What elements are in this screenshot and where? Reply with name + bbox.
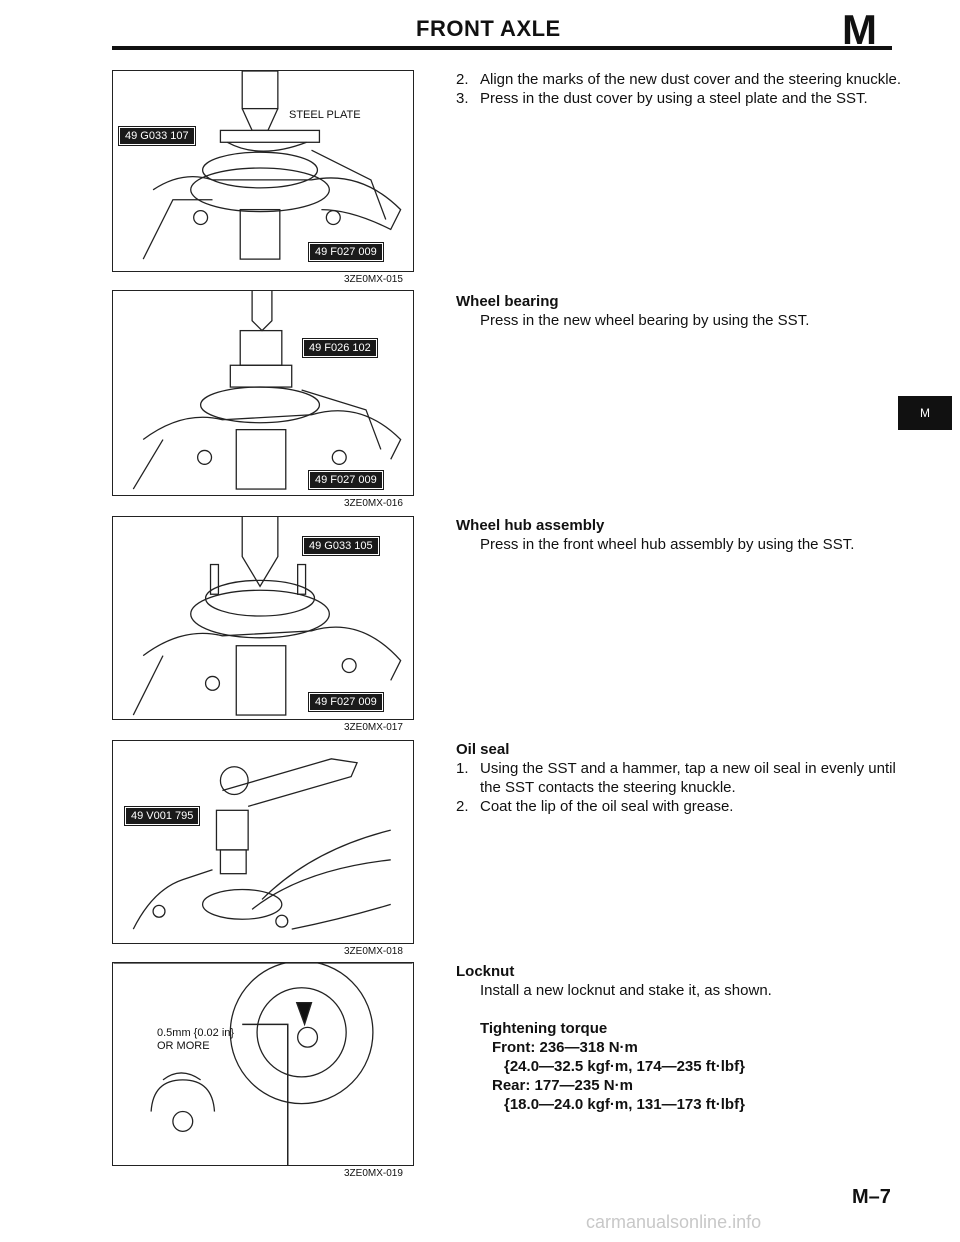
or-more-label: OR MORE bbox=[157, 1040, 210, 1052]
section-wheel-hub: Wheel hub assembly Press in the front wh… bbox=[456, 516, 906, 554]
figure-code: 3ZE0MX-019 bbox=[344, 1168, 403, 1179]
step: 2. Align the marks of the new dust cover… bbox=[456, 70, 906, 89]
step: 2. Coat the lip of the oil seal with gre… bbox=[456, 797, 906, 816]
header-title: FRONT AXLE bbox=[416, 16, 561, 41]
step: 3. Press in the dust cover by using a st… bbox=[456, 89, 906, 108]
sst-tag: 49 G033 107 bbox=[118, 126, 196, 146]
sst-tag: 49 G033 105 bbox=[302, 536, 380, 556]
figure-code: 3ZE0MX-018 bbox=[344, 946, 403, 957]
figure-code: 3ZE0MX-015 bbox=[344, 274, 403, 285]
figure-wheel-hub: 49 G033 105 49 F027 009 bbox=[112, 516, 414, 720]
page-number: M–7 bbox=[852, 1186, 891, 1208]
section-heading: Wheel hub assembly bbox=[456, 517, 605, 534]
header-rule bbox=[112, 46, 892, 50]
section-heading: Locknut bbox=[456, 963, 515, 980]
step-text: Using the SST and a hammer, tap a new oi… bbox=[480, 760, 896, 796]
torque-front-alt: {24.0—32.5 kgf·m, 174—235 ft·lbf} bbox=[504, 1058, 745, 1075]
step-number: 2. bbox=[456, 71, 469, 88]
torque-heading: Tightening torque bbox=[480, 1020, 608, 1037]
figure-locknut: 0.5mm {0.02 in} OR MORE bbox=[112, 962, 414, 1166]
torque-front: Front: 236—318 N·m bbox=[492, 1039, 638, 1056]
torque-rear: Rear: 177—235 N·m bbox=[492, 1077, 633, 1094]
step-text: Align the marks of the new dust cover an… bbox=[480, 71, 902, 88]
figure-dust-cover: STEEL PLATE 49 G033 107 49 F027 009 bbox=[112, 70, 414, 272]
section-heading: Wheel bearing bbox=[456, 293, 559, 310]
figure-code: 3ZE0MX-016 bbox=[344, 498, 403, 509]
section-oil-seal: Oil seal 1. Using the SST and a hammer, … bbox=[456, 740, 906, 816]
section-text: Install a new locknut and stake it, as s… bbox=[480, 982, 772, 999]
sst-tag: 49 F027 009 bbox=[308, 692, 384, 712]
header-logo: M bbox=[842, 6, 877, 53]
watermark: carmanualsonline.info bbox=[586, 1212, 762, 1232]
sst-tag: 49 V001 795 bbox=[123, 806, 201, 826]
step-text: Coat the lip of the oil seal with grease… bbox=[480, 798, 734, 815]
section-text: Press in the front wheel hub assembly by… bbox=[480, 536, 855, 553]
section-side-tab: M bbox=[898, 396, 952, 430]
wheel-hub-illustration bbox=[132, 517, 402, 716]
step-number: 3. bbox=[456, 90, 469, 107]
clearance-label: 0.5mm {0.02 in} bbox=[157, 1027, 235, 1039]
sst-tag: 49 F027 009 bbox=[308, 242, 384, 262]
step-number: 2. bbox=[456, 798, 469, 815]
steel-plate-label: STEEL PLATE bbox=[289, 109, 361, 121]
step: 1. Using the SST and a hammer, tap a new… bbox=[456, 759, 906, 797]
figure-code: 3ZE0MX-017 bbox=[344, 722, 403, 733]
figure-wheel-bearing: 49 F026 102 49 F027 009 bbox=[112, 290, 414, 496]
section-wheel-bearing: Wheel bearing Press in the new wheel bea… bbox=[456, 292, 906, 330]
sst-tag: 49 F026 102 bbox=[302, 338, 378, 358]
section-dust-cover: 2. Align the marks of the new dust cover… bbox=[456, 70, 906, 108]
step-text: Press in the dust cover by using a steel… bbox=[480, 90, 868, 107]
figure-oil-seal: 49 V001 795 bbox=[112, 740, 414, 944]
section-text: Press in the new wheel bearing by using … bbox=[480, 312, 810, 329]
oil-seal-illustration bbox=[132, 758, 391, 930]
section-heading: Oil seal bbox=[456, 741, 510, 758]
locknut-illustration bbox=[113, 963, 413, 1165]
dust-cover-illustration bbox=[142, 71, 402, 260]
sst-tag: 49 F027 009 bbox=[308, 470, 384, 490]
wheel-bearing-illustration bbox=[132, 291, 402, 490]
step-number: 1. bbox=[456, 760, 469, 777]
torque-rear-alt: {18.0—24.0 kgf·m, 131—173 ft·lbf} bbox=[504, 1096, 745, 1113]
section-locknut: Locknut Install a new locknut and stake … bbox=[456, 962, 906, 1114]
